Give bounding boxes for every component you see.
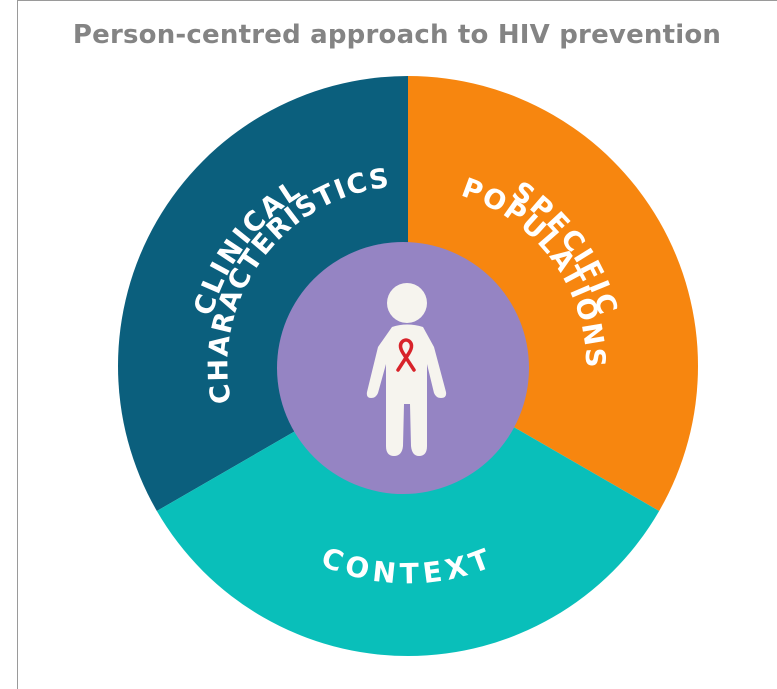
red-ribbon-icon <box>396 338 416 372</box>
person-icon <box>366 283 447 456</box>
page-title: Person-centred approach to HIV preventio… <box>72 20 722 50</box>
context-segment <box>156 366 660 657</box>
figure-frame <box>17 0 777 689</box>
